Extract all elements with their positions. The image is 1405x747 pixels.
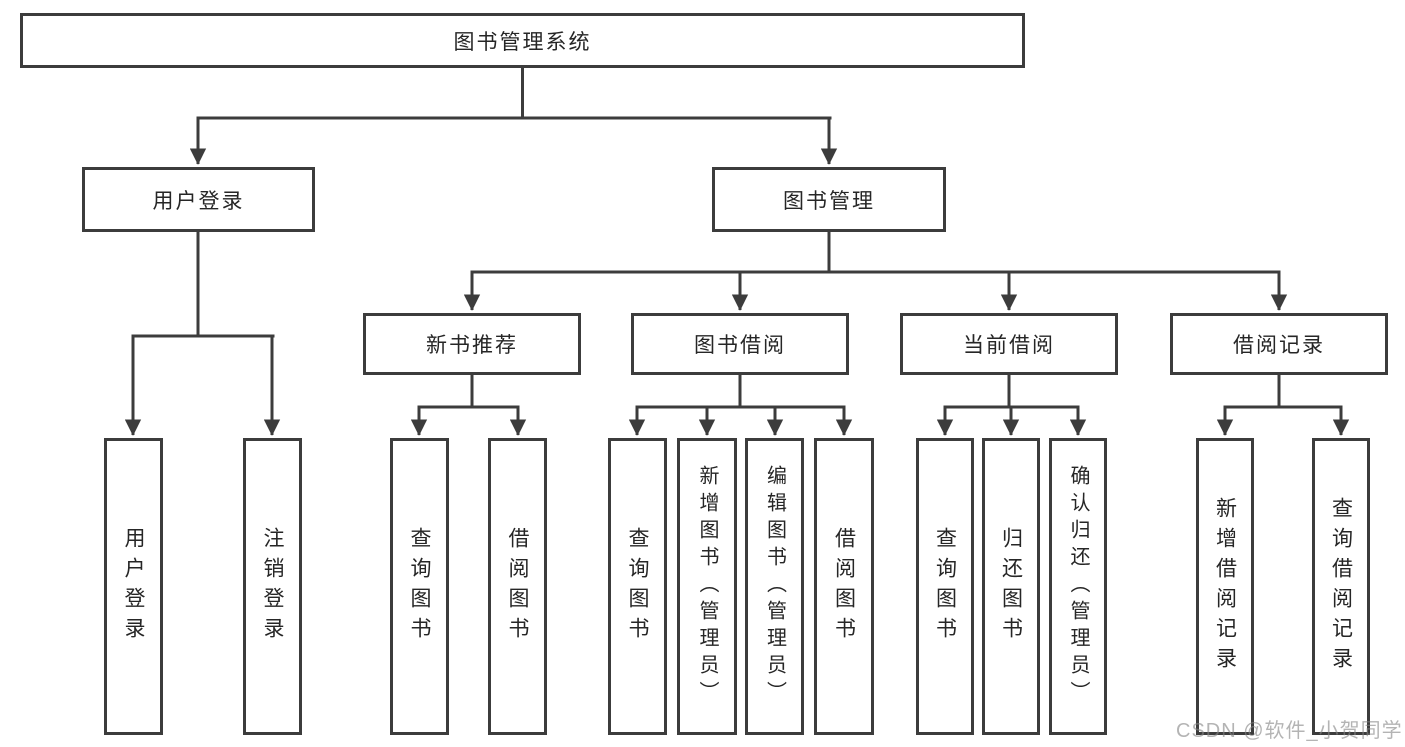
node-new-book-recommend: 新书推荐 [363,313,581,375]
node-label: 归还图书 [999,526,1023,647]
node-current-borrowing: 当前借阅 [900,313,1118,375]
node-query-books-borrow: 查询图书 [608,438,667,735]
node-query-borrow-record: 查询借阅记录 [1312,438,1370,735]
node-logout: 注销登录 [243,438,302,735]
node-label: 借阅图书 [832,526,856,647]
node-label: 编辑图书（管理员） [763,465,786,708]
node-label: 图书管理系统 [453,30,592,54]
node-label: 借阅记录 [1233,334,1325,357]
node-label: 用户登录 [122,526,145,647]
node-add-book-admin: 新增图书（管理员） [677,438,737,735]
node-borrow-book-recommend: 借阅图书 [488,438,547,735]
node-label: 当前借阅 [963,334,1055,357]
node-label: 新增借阅记录 [1213,496,1237,677]
node-query-books-recommend: 查询图书 [390,438,449,735]
node-label: 新增图书（管理员） [696,465,718,708]
node-label: 查询借阅记录 [1329,496,1353,677]
node-label: 图书管理 [783,189,875,213]
node-book-management-branch: 图书管理 [712,167,946,232]
node-label: 图书借阅 [694,334,786,357]
node-add-borrow-record: 新增借阅记录 [1196,438,1254,735]
node-label: 确认归还（管理员） [1067,465,1089,708]
node-label: 借阅图书 [506,526,529,647]
node-borrow-records: 借阅记录 [1170,313,1388,375]
node-user-login: 用户登录 [104,438,163,735]
node-label: 用户登录 [152,189,245,213]
node-query-books-current: 查询图书 [916,438,974,735]
csdn-watermark: CSDN @软件_小贺同学 [1176,720,1403,742]
node-edit-book-admin: 编辑图书（管理员） [745,438,804,735]
node-library-system-root: 图书管理系统 [20,13,1025,68]
node-label: 查询图书 [408,526,431,647]
node-confirm-return-admin: 确认归还（管理员） [1049,438,1107,735]
node-return-book: 归还图书 [982,438,1040,735]
node-label: 查询图书 [626,526,649,647]
node-borrow-book: 借阅图书 [814,438,874,735]
node-user-login-branch: 用户登录 [82,167,315,232]
node-label: 查询图书 [933,526,957,647]
node-label: 新书推荐 [426,334,518,357]
node-label: 注销登录 [261,526,284,647]
node-book-borrowing: 图书借阅 [631,313,849,375]
